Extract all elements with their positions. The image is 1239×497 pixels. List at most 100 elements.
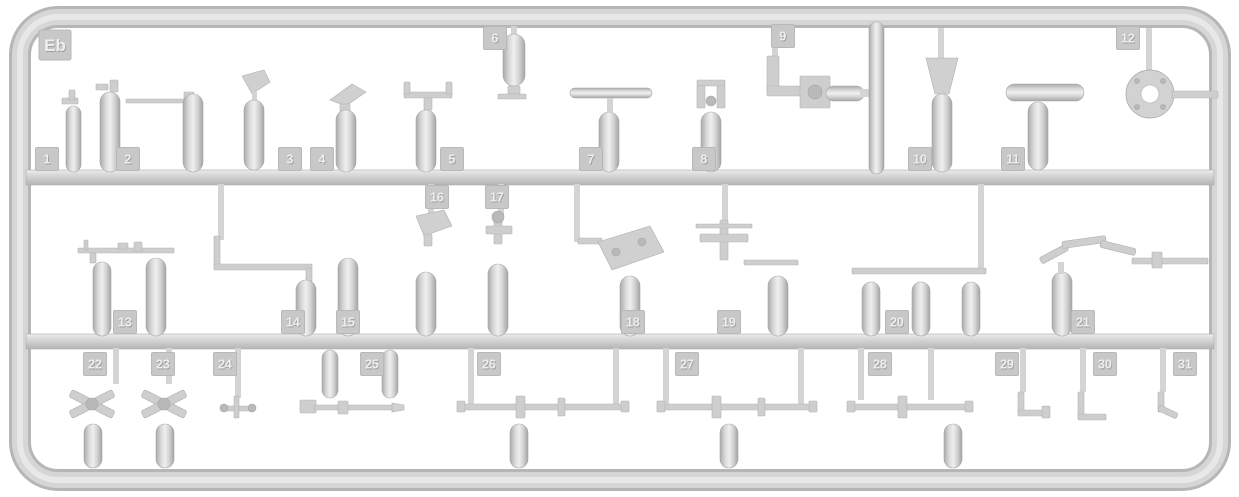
part-tag-plate <box>477 352 501 376</box>
part-tag-plate <box>1093 352 1117 376</box>
part-number: 25 <box>365 358 379 372</box>
plastic-plate <box>391 402 405 413</box>
sprue-gate <box>1160 348 1166 392</box>
plastic-part-shape <box>1171 90 1219 99</box>
sprue-gate <box>511 26 517 36</box>
plastic-part-shape <box>1158 405 1178 419</box>
part-number-shadow: 14 <box>287 317 301 331</box>
part-tag-plate <box>83 352 107 376</box>
plastic-cylinder <box>767 275 789 337</box>
sprue-label: Eb <box>44 36 66 55</box>
sprue-gate <box>663 348 669 404</box>
plastic-part-shape <box>1077 413 1107 421</box>
part-number: 2 <box>124 153 131 167</box>
part-tag-plate <box>116 147 140 171</box>
part-number: 17 <box>490 191 504 205</box>
part-number-shadow: 10 <box>914 154 928 168</box>
plastic-part-shape <box>403 91 453 99</box>
part-number-shadow: 5 <box>449 154 456 168</box>
plastic-part-shape <box>233 395 240 419</box>
plastic-part-shape <box>1131 257 1209 265</box>
part-number-shadow: 23 <box>157 359 171 373</box>
sprue-letter-tag: Eb Eb <box>38 29 72 61</box>
part-number: 27 <box>680 358 694 372</box>
part-tag-plate <box>483 26 507 50</box>
part-tag-6: 66 <box>483 26 507 50</box>
part-tag-plate <box>281 310 305 334</box>
part-number: 19 <box>722 316 736 330</box>
plastic-part-shape <box>757 397 766 417</box>
part-number-shadow: 31 <box>1179 359 1193 373</box>
part-tag-4: 44 <box>310 147 334 171</box>
plastic-part-shape <box>851 403 971 411</box>
plastic-part-shape <box>846 400 856 413</box>
part-tag-plate <box>213 352 237 376</box>
plastic-detail <box>491 210 505 224</box>
part-number: 28 <box>873 358 887 372</box>
plastic-part-shape <box>743 259 799 266</box>
sprue-gate <box>928 348 934 400</box>
part-number: 20 <box>890 316 904 330</box>
part-tag-7: 77 <box>579 147 603 171</box>
plastic-part-shape <box>299 399 317 414</box>
plastic-cylinder <box>509 423 529 469</box>
sprue-gate <box>798 348 804 404</box>
plastic-detail <box>1134 78 1140 84</box>
plastic-detail <box>637 237 647 247</box>
part-tag-plate <box>278 147 302 171</box>
sprue-gate <box>574 184 580 242</box>
plastic-part-shape <box>213 263 313 271</box>
plastic-part-shape <box>117 242 129 250</box>
part-tag-plate <box>717 310 741 334</box>
plastic-part-shape <box>1061 235 1107 249</box>
runner-rail-upper <box>25 169 1215 186</box>
plastic-part-shape <box>133 241 143 252</box>
plastic-part-shape <box>851 267 987 275</box>
part-number-shadow: 18 <box>627 317 641 331</box>
plastic-part-shape <box>557 397 566 417</box>
part-number: 13 <box>118 316 132 330</box>
plastic-detail <box>219 403 229 413</box>
part-number-shadow: 27 <box>681 359 695 373</box>
plastic-cylinder <box>861 281 881 337</box>
plastic-part-shape <box>456 400 466 413</box>
part-tag-plate <box>113 310 137 334</box>
sprue-gate <box>1020 348 1026 392</box>
part-tag-plate <box>360 352 384 376</box>
plastic-plate <box>329 83 367 107</box>
plastic-part-shape <box>696 85 706 109</box>
plastic-flange <box>1125 69 1175 119</box>
part-tag-2: 22 <box>116 147 140 171</box>
part-number-shadow: 3 <box>287 154 294 168</box>
plastic-cylinder <box>569 87 653 99</box>
plastic-part-shape <box>423 97 433 111</box>
plastic-part-shape <box>620 400 630 413</box>
part-number: 16 <box>430 191 444 205</box>
plastic-part-shape <box>68 89 76 101</box>
part-number-shadow: 8 <box>701 154 708 168</box>
plastic-part-shape <box>89 252 97 264</box>
plastic-cylinder <box>598 111 620 173</box>
plastic-cylinder <box>487 263 509 337</box>
part-number-shadow: 22 <box>89 359 103 373</box>
plastic-cylinder <box>1051 271 1073 337</box>
part-number: 10 <box>913 153 927 167</box>
part-number-shadow: 2 <box>125 154 132 168</box>
part-number-shadow: 11 <box>1007 154 1020 168</box>
sprue-gate <box>1146 28 1152 72</box>
part-number: 7 <box>587 153 594 167</box>
part-tag-plate <box>692 147 716 171</box>
part-tag-plate <box>1116 26 1140 50</box>
plastic-cylinder <box>911 281 931 337</box>
flange-hole <box>1140 84 1160 104</box>
plastic-detail <box>705 95 717 107</box>
